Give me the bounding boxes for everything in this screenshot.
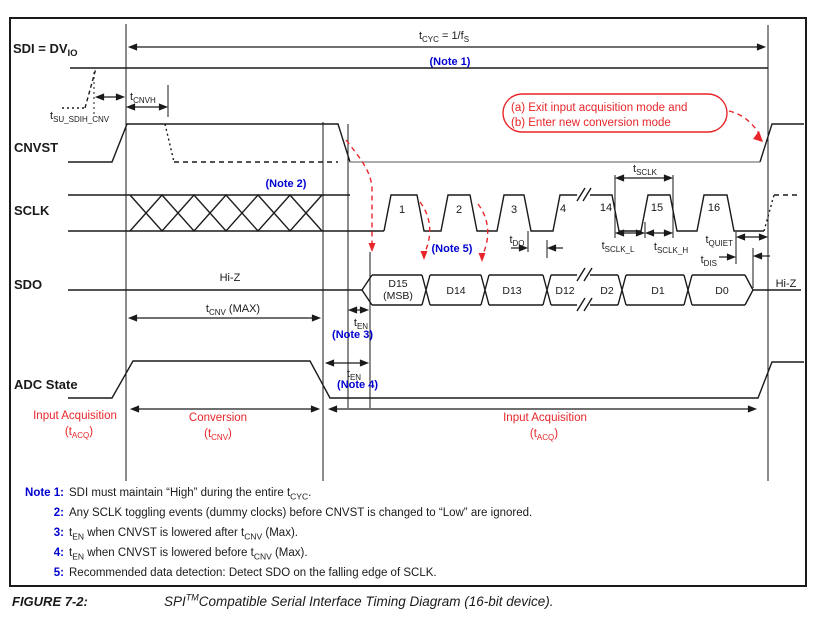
note-5: 5: Recommended data detection: Detect SD… [16,563,796,583]
phase-acq-right-t: (tACQ) [530,428,558,442]
tsclk-l-label: tSCLK_L [602,240,635,254]
sdo-break-icon [576,267,593,312]
note-2-text: Any SCLK toggling events (dummy clocks) … [69,507,533,519]
note4-ref: (Note 4) [337,379,378,391]
note2-ref: (Note 2) [266,178,307,190]
figure-caption: FIGURE 7-2: SPITMCompatible Serial Inter… [12,592,802,609]
bubble-to-cnvst-arrow [728,110,760,135]
sdo-bit-d2: D2 [600,285,614,297]
note-3-text: tEN when CNVST is lowered after tCNV (Ma… [69,527,298,542]
sclk-break-icon [576,187,592,202]
phase-conversion: Conversion [189,412,247,424]
ten-note3-label: tEN [354,317,368,331]
note-1-label: Note 1: [25,487,64,499]
notes-section: Note 1: SDI must maintain “High” during … [16,483,796,583]
figure-title: SPITMCompatible Serial Interface Timing … [164,592,554,609]
sdo-bit-d12: D12 [555,285,574,297]
note-5-text: Recommended data detection: Detect SDO o… [69,567,437,579]
signal-label-sdi: SDI = DVIO [13,41,78,59]
sclk-pulse-3: 3 [511,204,517,216]
phase-conversion-t: (tCNV) [204,428,232,442]
sclk-dummy-hatch [129,193,323,233]
phase-acq-left: Input Acquisition [33,410,117,422]
sdo-bit-d13: D13 [502,285,521,297]
signal-label-sdo: SDO [14,277,42,292]
annotation-bubble [502,93,728,133]
signal-label-sclk: SCLK [14,203,50,218]
sdo-bit-d0: D0 [715,285,729,297]
tquiet-label: tQUIET [705,234,733,248]
sdo-bit-msb: (MSB) [383,290,413,302]
note-1-text: SDI must maintain “High” during the enti… [69,487,312,502]
note-1: Note 1: SDI must maintain “High” during … [16,483,796,503]
sdo-bit-d15: D15 [388,278,407,290]
note5-arrow-2 [419,201,431,253]
hiz-left-label: Hi-Z [220,272,241,284]
note-3: 3: tEN when CNVST is lowered after tCNV … [16,523,796,543]
hiz-right-label: Hi-Z [776,278,797,290]
sclk-pulse-4: 4 [560,203,566,215]
note-5-label: 5: [53,567,64,579]
tdo-label: tDO [509,234,524,248]
note-4-text: tEN when CNVST is lowered before tCNV (M… [69,547,308,562]
signal-label-cnvst: CNVST [14,140,58,155]
note-3-label: 3: [53,527,64,539]
note-4: 4: tEN when CNVST is lowered before tCNV… [16,543,796,563]
red-annotations [345,93,763,262]
sclk-pulse-15: 15 [651,202,663,214]
tsclk-label: tSCLK [633,163,658,177]
note1-ref: (Note 1) [430,56,471,68]
note5-ref: (Note 5) [432,243,473,255]
tcyc-label: tCYC = 1/fS [419,30,469,44]
note5-arrow-3 [477,203,489,255]
ten-note4-label: tEN [347,368,361,382]
tsclk-h-label: tSCLK_H [654,241,688,255]
note3-ref: (Note 3) [332,329,373,341]
sdo-bit-d1: D1 [651,285,665,297]
note5-arrow-1 [345,139,373,245]
bubble-line-a: (a) Exit input acquisition mode and [511,102,687,114]
phase-acq-right: Input Acquisition [503,412,587,424]
signal-label-adc-state: ADC State [14,377,78,392]
sclk-pulse-1: 1 [399,204,405,216]
adc-state-waveform [68,360,804,399]
sclk-pulse-16: 16 [708,202,720,214]
bubble-line-b: (b) Enter new conversion mode [511,117,671,129]
measurement-arrows [94,43,770,413]
phase-acq-left-t: (tACQ) [65,426,93,440]
tcnvh-label: tCNVH [130,91,156,105]
sdo-waveform [68,267,801,312]
figure-number: FIGURE 7-2: [12,594,88,609]
tsu-label: tSU_SDIH_CNV [50,110,110,124]
tdis-label: tDIS [701,254,717,268]
sclk-pulse-2: 2 [456,204,462,216]
tcnv-max-label: tCNV (MAX) [206,303,260,317]
sclk-pulse-14: 14 [600,202,612,214]
figure-border [9,17,807,587]
sdi-waveform [62,67,768,109]
sdo-bit-d14: D14 [446,285,465,297]
note-4-label: 4: [53,547,64,559]
sclk-waveform [68,175,801,238]
note-2: 2: Any SCLK toggling events (dummy clock… [16,503,796,523]
note-2-label: 2: [53,507,64,519]
cnvst-waveform [68,123,804,163]
